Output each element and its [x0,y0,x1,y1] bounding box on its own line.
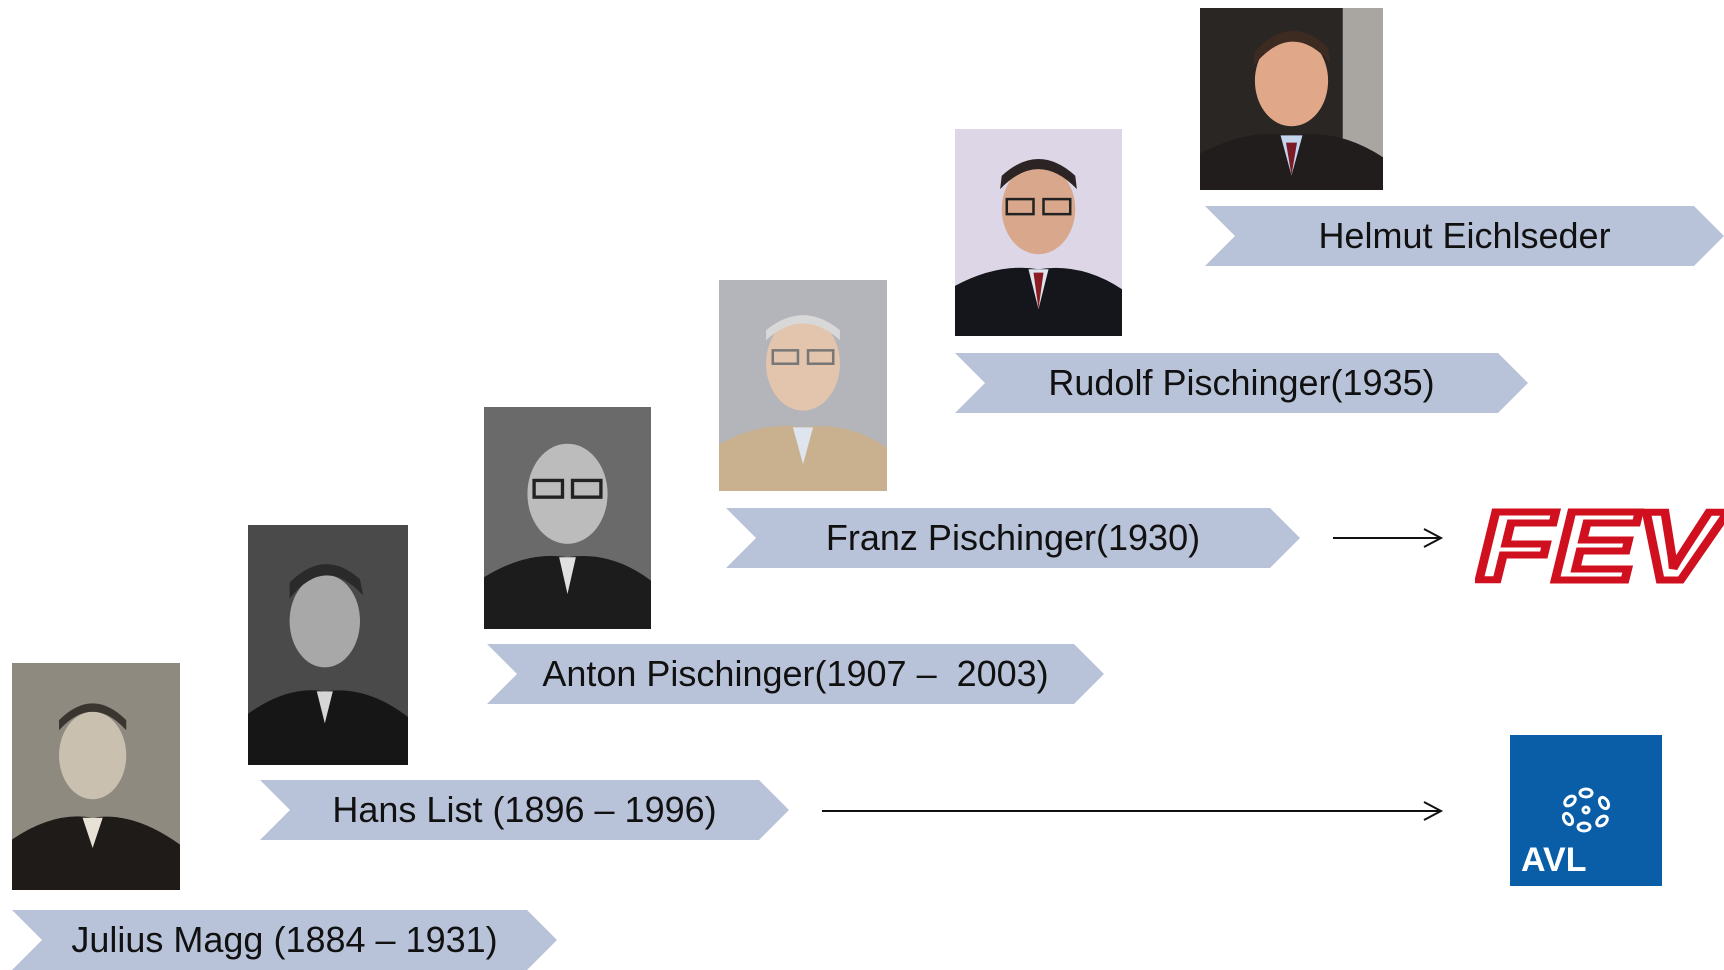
banner-background [12,910,557,970]
banner-background [955,353,1528,413]
portrait-franz-pischinger [719,280,887,491]
arrow-to-avl [822,801,1444,821]
person-name: Anton Pischinger(1907 – 2003) [542,653,1049,694]
name-banner-franz-pischinger: Franz Pischinger(1930) [726,508,1300,568]
banner-background [726,508,1300,568]
person-name: Julius Magg (1884 – 1931) [71,919,498,960]
portrait-rudolf-pischinger [955,129,1122,336]
fev-logo-mark: FEV [1474,488,1724,605]
person-name: Hans List (1896 – 1996) [332,789,717,830]
avl-logo-emblem: AVL [1521,787,1611,879]
portrait-julius-magg [12,663,180,890]
portrait-anton-pischinger [484,407,651,629]
banner-background [1205,206,1724,266]
avl-logo: AVL [1510,735,1662,886]
arrow-to-fev [1333,528,1444,548]
name-banner-hans-list: Hans List (1896 – 1996) [260,780,789,840]
name-banner-rudolf-pischinger: Rudolf Pischinger(1935) [955,353,1528,413]
banner-background [260,780,789,840]
person-name: Rudolf Pischinger(1935) [1048,362,1435,403]
person-name: Franz Pischinger(1930) [825,517,1201,558]
fev-logo-text: FEV [1477,504,1724,584]
name-banner-julius-magg: Julius Magg (1884 – 1931) [12,910,557,970]
name-banner-anton-pischinger: Anton Pischinger(1907 – 2003) [487,644,1104,704]
portrait-helmut-eichlseder [1200,8,1383,190]
avl-logo-text: AVL [1521,841,1586,879]
fev-logo: FEV [1474,488,1724,605]
name-banner-helmut-eichlseder: Helmut Eichlseder [1205,206,1724,266]
portrait-hans-list [248,525,408,765]
person-name: Helmut Eichlseder [1318,215,1611,256]
banner-background [487,644,1104,704]
